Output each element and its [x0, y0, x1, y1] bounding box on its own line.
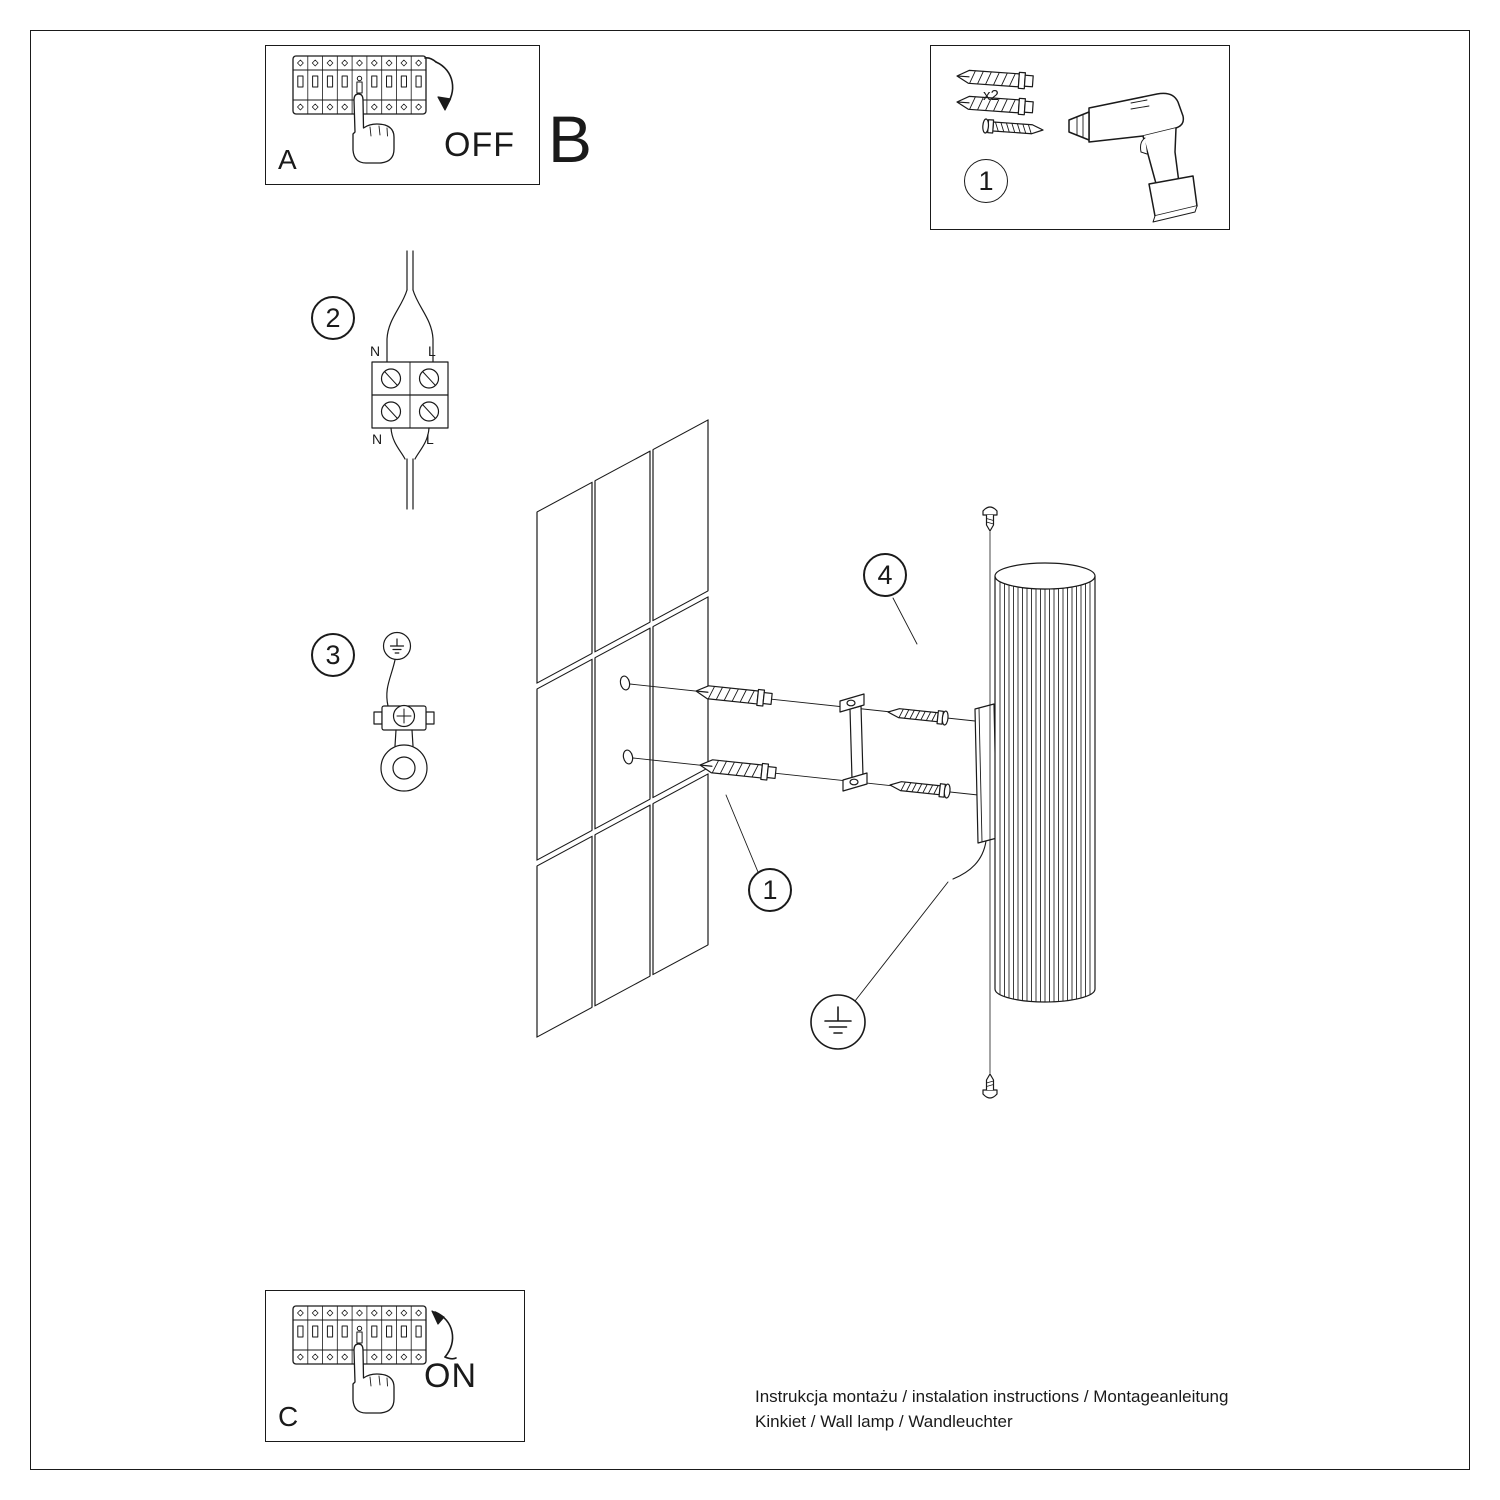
terminal-label-n-bottom: N: [372, 431, 383, 447]
lamp-back-channel: [974, 703, 998, 844]
terminal-label-l-bottom: L: [426, 431, 434, 447]
earth-symbol-icon: [382, 631, 412, 661]
rotate-on-arrow-icon: [431, 1310, 457, 1360]
ground-badge-icon: [810, 994, 866, 1050]
leader-line-step1: [725, 794, 759, 873]
off-label: OFF: [444, 126, 515, 164]
power-cable-icon: [386, 250, 434, 363]
tools-figure: [955, 67, 1198, 223]
screw-icon: [888, 777, 952, 799]
ground-wire: [952, 840, 987, 880]
section-b-label: B: [548, 102, 593, 176]
breaker-on-figure: [292, 1305, 457, 1414]
drill-hole: [619, 675, 631, 691]
drill-icon: [1068, 92, 1198, 223]
panel-c-label: C: [278, 1401, 299, 1432]
step-3-badge: 3: [311, 633, 355, 677]
mounting-assembly-figure: [536, 419, 1096, 1099]
cable-out: [390, 427, 430, 510]
terminal-label-l-top: L: [428, 343, 436, 359]
ground-wire: [386, 659, 396, 707]
grounding-figure: [373, 631, 435, 792]
screw-icon: [886, 704, 950, 726]
circuit-breaker-icon: [292, 1305, 427, 1414]
circuit-breaker-icon: [292, 55, 427, 164]
panel-power-on: ON C: [265, 1290, 525, 1442]
anchor-quantity-label: x2: [983, 87, 999, 104]
page-border: [30, 30, 1470, 1470]
leader-line-step4: [892, 597, 918, 645]
on-label: ON: [424, 1357, 477, 1395]
panel-tools: x2 1: [930, 45, 1230, 230]
footer-line-2: Kinkiet / Wall lamp / Wandleuchter: [755, 1412, 1013, 1431]
terminal-block-icon: [371, 361, 449, 429]
step-2-badge: 2: [311, 296, 355, 340]
lamp-body-icon: [994, 562, 1096, 1003]
breaker-off-figure: [292, 55, 454, 164]
tile-wall-figure: [536, 419, 709, 1038]
rotate-off-arrow-icon: [424, 57, 454, 111]
panel-power-off: OFF A: [265, 45, 540, 185]
terminal-label-n-top: N: [370, 343, 381, 359]
leader-line-ground: [854, 881, 949, 1002]
footer-line-1: Instrukcja montażu / instalation instruc…: [755, 1387, 1229, 1406]
footer-text: Instrukcja montażu / instalation instruc…: [755, 1384, 1228, 1434]
mounting-bracket-icon: [839, 693, 868, 792]
wall-anchor-icon: [698, 756, 778, 782]
fixing-screw-bottom-icon: [982, 1073, 998, 1099]
panel-a-label: A: [278, 144, 297, 175]
step-1-badge-wall: 1: [748, 868, 792, 912]
drill-hole: [622, 749, 634, 765]
ground-clamp-icon: [373, 704, 435, 792]
step-1-badge: 1: [964, 159, 1008, 203]
step-4-badge: 4: [863, 553, 907, 597]
fixing-screw-top-icon: [982, 506, 998, 532]
wiring-figure: [371, 250, 449, 510]
screw-icon: [981, 118, 1045, 138]
